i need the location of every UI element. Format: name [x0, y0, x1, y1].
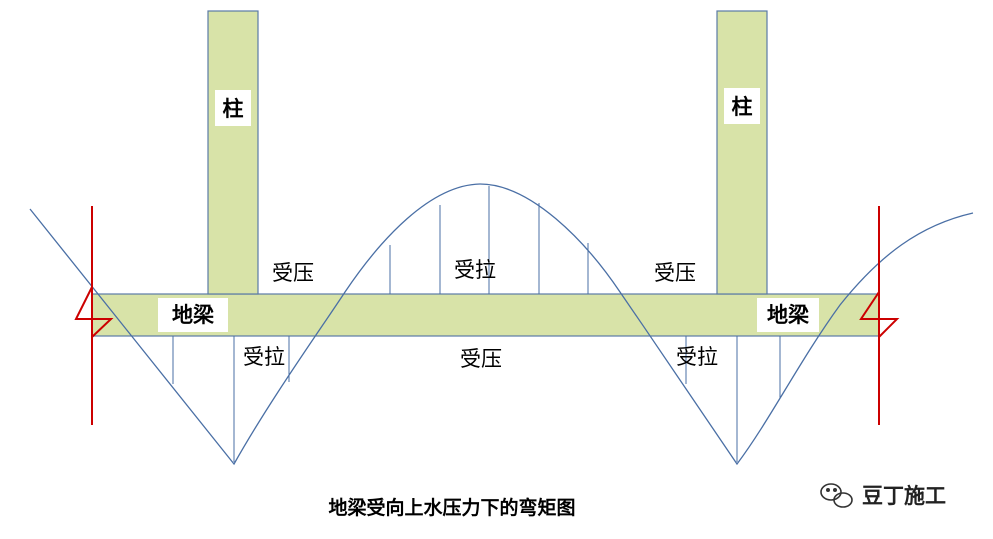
tension-top-middle-label: 受拉 — [454, 258, 496, 282]
watermark-text: 豆丁施工 — [862, 484, 946, 508]
compression-top-left-label: 受压 — [272, 261, 314, 285]
tension-bottom-left-label: 受拉 — [243, 345, 285, 369]
label-bg — [215, 90, 251, 126]
column-left — [207, 10, 259, 295]
column-right — [716, 10, 768, 295]
moment-hatching — [172, 186, 781, 462]
support-right — [859, 206, 900, 425]
wechat-icon — [820, 483, 853, 508]
compression-top-right-label: 受压 — [654, 261, 696, 285]
moment-curve — [29, 183, 974, 466]
tension-bottom-right-label: 受拉 — [676, 345, 718, 369]
beam-right-label: 地梁 — [767, 302, 810, 327]
label-bg — [757, 298, 819, 332]
column-left-label: 柱 — [223, 96, 244, 121]
label-bg — [724, 88, 760, 124]
label-bg — [158, 298, 228, 332]
support-left — [74, 206, 114, 425]
column-right-label: 柱 — [732, 94, 753, 119]
diagram-caption: 地梁受向上水压力下的弯矩图 — [328, 496, 575, 519]
beam-left-label: 地梁 — [172, 302, 215, 327]
compression-bottom-middle-label: 受压 — [460, 347, 502, 371]
